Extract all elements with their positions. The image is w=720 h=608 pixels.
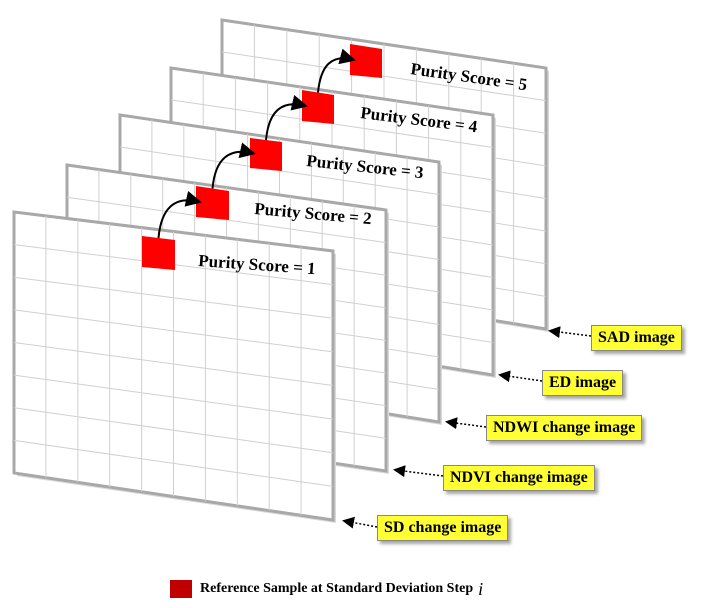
sample-connector-arrow	[265, 94, 308, 141]
grid-line	[13, 276, 334, 319]
sad-image-label: SAD image	[591, 325, 682, 351]
grid-line	[66, 196, 387, 244]
reference-sample-cell	[142, 236, 175, 270]
ndvi-pointer-arrow	[393, 465, 444, 478]
reference-sample-cell	[196, 186, 229, 220]
ndwi-pointer-arrow	[445, 417, 487, 430]
reference-sample-cell	[350, 44, 382, 78]
sad-pointer-arrow	[548, 326, 592, 339]
sample-connector-arrow	[157, 191, 202, 239]
grid-line	[13, 407, 334, 454]
grid-line	[13, 439, 334, 487]
sample-connector-arrow	[317, 48, 356, 93]
grid-line	[13, 374, 334, 420]
grid-line	[13, 309, 334, 353]
grid-line	[13, 342, 334, 386]
sd-change-image-label: SD change image	[377, 515, 509, 541]
sd-pointer-arrow	[342, 516, 378, 529]
reference-sample-cell	[302, 90, 334, 124]
reference-sample-cell	[250, 138, 282, 171]
legend-variable: i	[478, 578, 484, 599]
legend: Reference Sample at Standard Deviation S…	[170, 578, 483, 600]
grid-line	[221, 51, 547, 102]
sample-connector-arrow	[211, 142, 256, 189]
legend-swatch	[170, 580, 192, 598]
ed-pointer-arrow	[498, 370, 543, 383]
legend-text: Reference Sample at Standard Deviation S…	[200, 581, 474, 596]
ndwi-change-image-label: NDWI change image	[486, 415, 643, 441]
ed-image-label: ED image	[542, 370, 624, 396]
ndvi-change-image-label: NDVI change image	[443, 465, 595, 491]
sd-layer-panel: Purity Score = 1	[12, 210, 336, 523]
